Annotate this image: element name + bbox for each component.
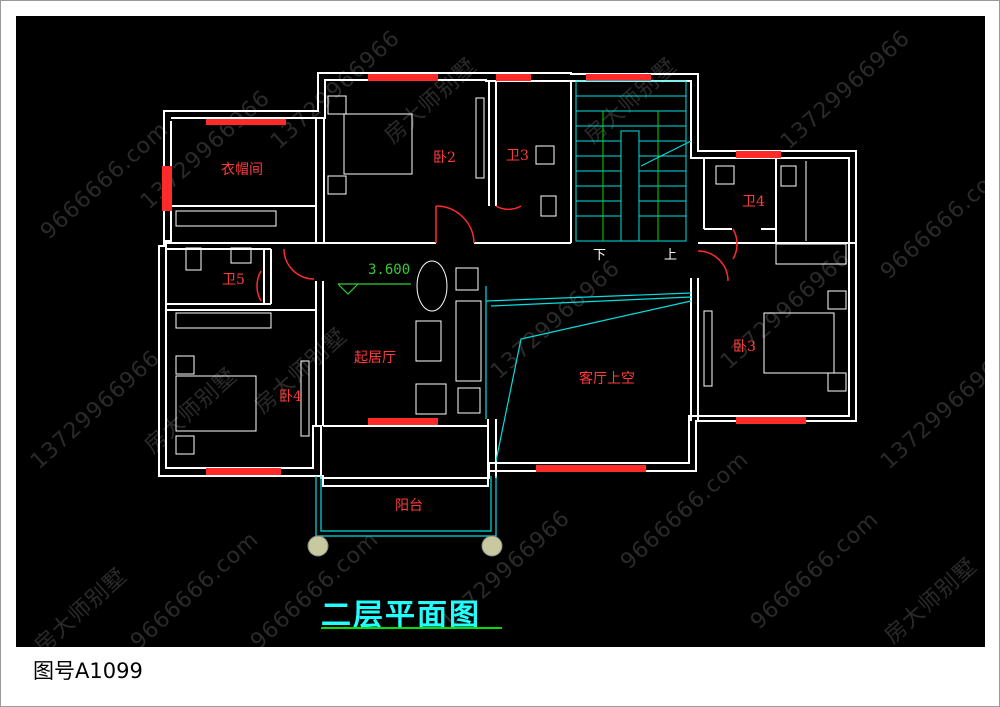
room-label-cloakroom: 衣帽间 xyxy=(221,162,263,178)
floor-plan-drawing xyxy=(158,72,857,557)
room-label-bedroom3: 卧3 xyxy=(733,339,756,355)
stair-up-label: 上 xyxy=(664,248,678,263)
doors xyxy=(256,205,738,302)
title-underline xyxy=(321,627,502,629)
windows xyxy=(162,74,806,475)
room-label-balcony: 阳台 xyxy=(395,498,423,514)
room-label-bath3: 卫3 xyxy=(506,148,529,164)
room-label-void: 客厅上空 xyxy=(579,371,635,387)
stair-down-label: 下 xyxy=(593,248,607,263)
stairs xyxy=(575,80,692,242)
drawing-number: 图号A1099 xyxy=(33,659,143,683)
cad-canvas: 9666666.com 13729966966 13729966966 房大师别… xyxy=(16,16,985,647)
level-mark xyxy=(337,283,411,295)
interior-walls xyxy=(166,81,856,478)
level-mark-value: 3.600 xyxy=(368,262,411,278)
furniture xyxy=(175,95,847,455)
void-outline xyxy=(315,286,692,537)
room-label-bath5: 卫5 xyxy=(222,272,245,288)
room-label-bath4: 卫4 xyxy=(742,194,765,210)
balcony-columns xyxy=(307,535,503,557)
room-label-bedroom2: 卧2 xyxy=(433,150,456,166)
room-label-bedroom4: 卧4 xyxy=(279,389,302,405)
room-label-living: 起居厅 xyxy=(354,350,396,366)
